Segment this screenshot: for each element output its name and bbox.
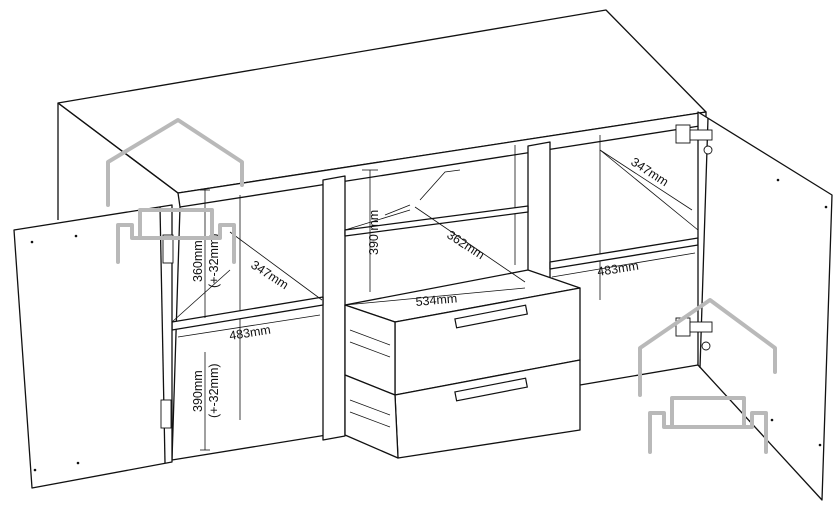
dim-left-width: 483mm: [228, 323, 271, 343]
upper-right-hinge-icon: [675, 124, 713, 155]
lower-hinge-icon: [160, 399, 172, 429]
dim-center-height: 390 mm: [367, 210, 381, 255]
right-shelf: [549, 149, 699, 270]
dim-right-shelf-depth: 347mm: [628, 155, 671, 189]
dim-left-shelf-depth: 347mm: [248, 258, 291, 292]
left-door: [13, 204, 174, 489]
right-door: [675, 111, 833, 501]
dim-left-upper-tolerance: (+-32mm): [207, 233, 221, 288]
upper-drawer-handle: [454, 304, 528, 329]
dim-right-width: 483mm: [596, 259, 639, 279]
dimension-lines: [177, 149, 696, 451]
dim-left-lower-height: 390mm: [191, 370, 205, 412]
drawer-lower: [344, 359, 581, 459]
cabinet-top: [57, 9, 707, 220]
dim-left-lower-tolerance: (+-32mm): [207, 363, 221, 418]
home-sofa-icon: [106, 118, 244, 264]
lower-drawer-handle: [454, 377, 528, 402]
dim-drawer-width: 534mm: [415, 291, 458, 309]
upper-hinge-icon: [162, 234, 174, 264]
dim-left-upper-height: 360mm: [191, 240, 205, 282]
center-glass-shelf: [344, 169, 529, 237]
dim-center-shelf-depth: 362mm: [444, 228, 487, 262]
home-sofa-icon: [638, 298, 777, 454]
